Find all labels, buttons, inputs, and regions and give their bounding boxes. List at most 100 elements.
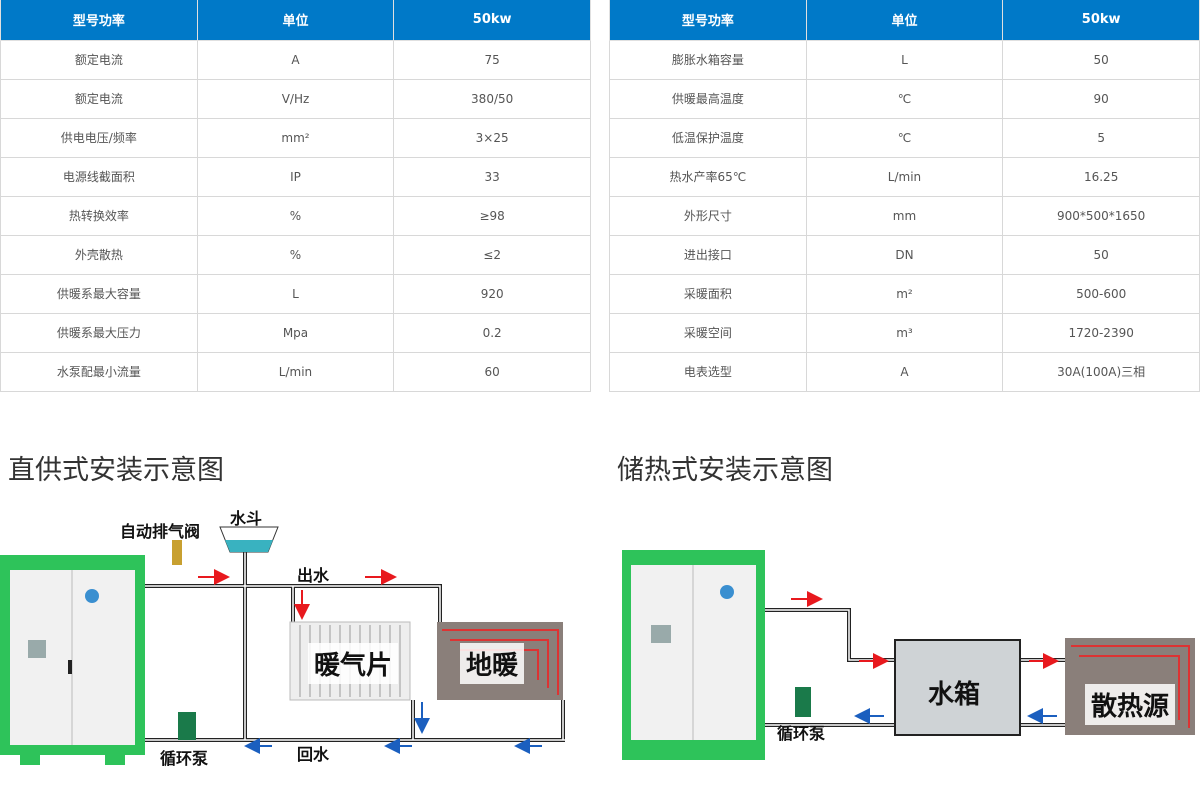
table-cell: 供暖系最大容量 bbox=[0, 273, 198, 314]
table-row: 热转换效率%≥98 bbox=[0, 195, 591, 236]
logo-icon bbox=[720, 585, 734, 599]
table-cell: 3×25 bbox=[393, 117, 591, 158]
tank-label: 水箱 bbox=[928, 680, 981, 710]
table-cell: 380/50 bbox=[393, 78, 591, 119]
table-cell: 920 bbox=[393, 273, 591, 314]
storage-diagram-title: 储热式安装示意图 bbox=[617, 455, 833, 486]
table-cell: 50 bbox=[1002, 39, 1200, 80]
table-cell: IP bbox=[196, 156, 395, 197]
pump-icon bbox=[178, 712, 196, 740]
table-cell: mm bbox=[805, 195, 1004, 236]
table-cell: 900*500*1650 bbox=[1002, 195, 1200, 236]
table-cell: ℃ bbox=[805, 78, 1004, 119]
cabinet bbox=[622, 550, 765, 760]
air-valve-label: 自动排气阀 bbox=[120, 522, 201, 541]
heat-source-label: 散热源 bbox=[1085, 684, 1176, 725]
table-cell: 0.2 bbox=[393, 312, 591, 353]
table-cell: L/min bbox=[805, 156, 1004, 197]
table-row: 外壳散热%≤2 bbox=[0, 234, 591, 275]
storage-pump-label: 循环泵 bbox=[777, 724, 826, 743]
table-cell: 采暖空间 bbox=[609, 312, 807, 353]
table-cell: 电源线截面积 bbox=[0, 156, 198, 197]
pump-icon bbox=[795, 687, 811, 717]
table-cell: mm² bbox=[196, 117, 395, 158]
table-cell: L/min bbox=[196, 351, 395, 392]
hopper-icon bbox=[219, 526, 279, 553]
pump-label: 循环泵 bbox=[160, 749, 209, 768]
table-cell: 75 bbox=[393, 39, 591, 80]
floor-heating-label: 地暖 bbox=[460, 643, 525, 684]
table-cell: Mpa bbox=[196, 312, 395, 353]
table-cell: A bbox=[196, 39, 395, 80]
table-cell: 1720-2390 bbox=[1002, 312, 1200, 353]
table-cell: 60 bbox=[393, 351, 591, 392]
direct-install-diagram bbox=[0, 526, 565, 765]
table-cell: 供暖最高温度 bbox=[609, 78, 807, 119]
header-cell: 单位 bbox=[805, 0, 1004, 41]
table-cell: 电表选型 bbox=[609, 351, 807, 392]
logo-icon bbox=[85, 589, 99, 603]
header-cell: 50kw bbox=[1002, 0, 1200, 41]
table-cell: ≥98 bbox=[393, 195, 591, 236]
cabinet bbox=[0, 555, 145, 765]
table-cell: 额定电流 bbox=[0, 78, 198, 119]
table-cell: 33 bbox=[393, 156, 591, 197]
table-cell: 5 bbox=[1002, 117, 1200, 158]
table-cell: 90 bbox=[1002, 78, 1200, 119]
table-cell: DN bbox=[805, 234, 1004, 275]
return-label: 回水 bbox=[297, 745, 330, 764]
table-cell: 50 bbox=[1002, 234, 1200, 275]
table-cell: 30A(100A)三相 bbox=[1002, 351, 1200, 392]
table-cell: A bbox=[805, 351, 1004, 392]
air-valve-icon bbox=[172, 540, 182, 565]
outlet-label: 出水 bbox=[297, 566, 330, 585]
table-cell: % bbox=[196, 234, 395, 275]
table-cell: L bbox=[196, 273, 395, 314]
radiator-label: 暖气片 bbox=[308, 643, 399, 684]
table-cell: ≤2 bbox=[393, 234, 591, 275]
table-cell: 16.25 bbox=[1002, 156, 1200, 197]
table-cell: 500-600 bbox=[1002, 273, 1200, 314]
table-cell: m³ bbox=[805, 312, 1004, 353]
table-cell: 低温保护温度 bbox=[609, 117, 807, 158]
table-cell: L bbox=[805, 39, 1004, 80]
table-cell: 额定电流 bbox=[0, 39, 198, 80]
table-cell: 供电电压/频率 bbox=[0, 117, 198, 158]
water-tank-icon bbox=[894, 639, 1021, 736]
header-cell: 50kw bbox=[393, 0, 591, 41]
header-cell: 单位 bbox=[196, 0, 395, 41]
table-cell: 热转换效率 bbox=[0, 195, 198, 236]
table-cell: m² bbox=[805, 273, 1004, 314]
storage-install-diagram bbox=[622, 550, 1195, 760]
table-cell: ℃ bbox=[805, 117, 1004, 158]
table-cell: 供暖系最大压力 bbox=[0, 312, 198, 353]
table-cell: 外壳散热 bbox=[0, 234, 198, 275]
table-cell: 热水产率65℃ bbox=[609, 156, 807, 197]
header-cell: 型号功率 bbox=[0, 0, 198, 41]
table-cell: 外形尺寸 bbox=[609, 195, 807, 236]
header-cell: 型号功率 bbox=[609, 0, 807, 41]
table-cell: % bbox=[196, 195, 395, 236]
table-cell: V/Hz bbox=[196, 78, 395, 119]
table-cell: 采暖面积 bbox=[609, 273, 807, 314]
table-cell: 水泵配最小流量 bbox=[0, 351, 198, 392]
table-cell: 进出接口 bbox=[609, 234, 807, 275]
direct-diagram-title: 直供式安装示意图 bbox=[8, 455, 224, 486]
